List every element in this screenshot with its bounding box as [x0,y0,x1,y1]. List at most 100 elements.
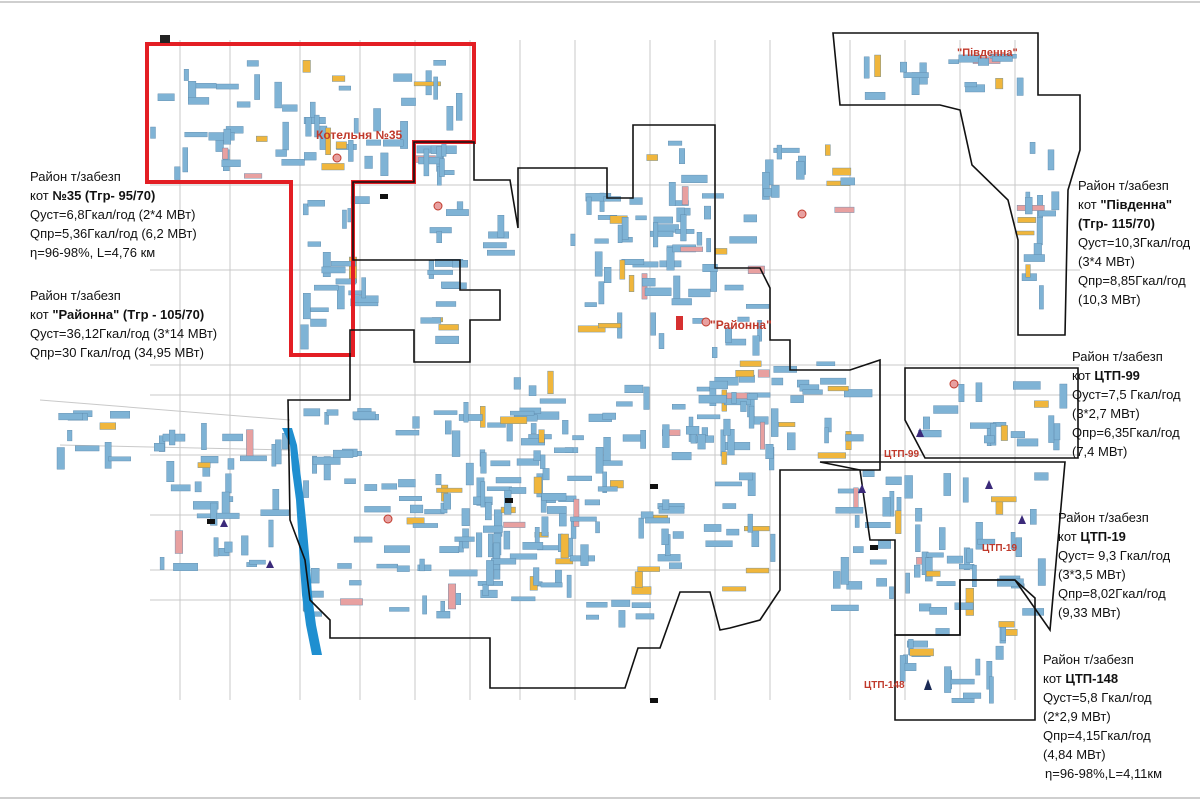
building [975,382,983,402]
building [99,422,117,430]
building [433,76,438,100]
zone-boundary-ctp-99[interactable] [904,367,1079,459]
info-ctp-19: Район т/забезп кот ЦТП-19 Qуст= 9,3 Гкал… [1058,508,1170,622]
building [959,564,975,570]
building [926,552,944,558]
zone-boundary-raionna[interactable] [287,124,881,689]
building [438,324,459,331]
building [919,603,932,612]
building [727,429,735,456]
building [929,607,947,615]
building [904,475,913,499]
building [874,54,882,77]
building [638,517,644,539]
building [383,139,404,147]
building [1053,423,1061,441]
building [746,304,770,309]
info-ctp-99: Район т/забезп кот ЦТП-99 Qуст=7,5 Гкал/… [1072,347,1181,461]
building [490,460,511,467]
building [166,461,175,483]
building [506,421,513,442]
building [348,290,362,296]
building [1023,254,1045,262]
building [412,523,438,528]
building [816,361,836,366]
building [598,281,605,305]
building [977,538,996,545]
building [925,557,933,582]
info-name-line: кот №35 (Тгр- 95/70) [30,186,197,205]
building [796,161,805,180]
building [314,114,320,138]
building [482,584,489,596]
building [436,487,463,493]
building [846,581,863,590]
info-units: (2*2,9 МВт) [1043,709,1111,724]
building [454,536,475,542]
building [422,595,427,615]
building [384,545,410,553]
building [603,437,611,463]
building [997,578,1024,587]
building [640,511,654,519]
building [427,270,453,275]
building [435,474,442,486]
building [776,144,783,160]
building [586,196,592,215]
building [949,678,975,685]
building [672,404,686,410]
building [598,323,622,329]
building [1022,608,1044,616]
building [1037,558,1046,586]
info-q-installed: Qуст=6,8Гкал/год (2*4 МВт) [30,207,196,222]
building [476,532,483,558]
building [182,147,189,173]
info-q-installed: Qуст= 9,3 Гкал/год [1058,548,1171,563]
building [1015,537,1023,557]
building [1017,217,1036,223]
zone-boundary-ctp-148[interactable] [894,579,1036,721]
building [224,541,233,553]
building [737,316,750,322]
boiler-markers [160,35,1026,703]
building [744,526,770,532]
building [771,185,780,198]
building [303,408,321,417]
building [1047,149,1055,171]
building [1025,264,1031,278]
building [824,427,829,444]
building [495,477,522,484]
building [521,438,545,446]
building [260,509,289,517]
building [333,449,354,458]
building [905,572,911,594]
building [723,418,731,436]
building [500,416,528,424]
info-name: "Південна" [1100,197,1173,212]
building [108,456,131,462]
building [307,241,321,247]
building [827,386,849,392]
building [991,496,1017,503]
building [726,528,740,536]
building [745,567,770,574]
building [282,104,298,112]
building [923,416,930,430]
building [303,293,311,320]
building [831,604,859,612]
building [688,288,711,298]
building [461,508,470,526]
info-q-connected: Qпр=5,36Гкал/год (6,2 МВт) [30,226,197,241]
info-prefix: кот [1078,197,1101,212]
building [510,410,535,416]
zone-boundary-pivdenna[interactable] [832,32,1081,336]
building [840,557,849,585]
building [640,430,647,449]
building [325,127,331,156]
info-name: "Районна" (Тгр - 105/70) [52,307,205,322]
building [863,56,870,79]
building [223,128,231,145]
building [275,149,287,157]
building [533,450,541,461]
